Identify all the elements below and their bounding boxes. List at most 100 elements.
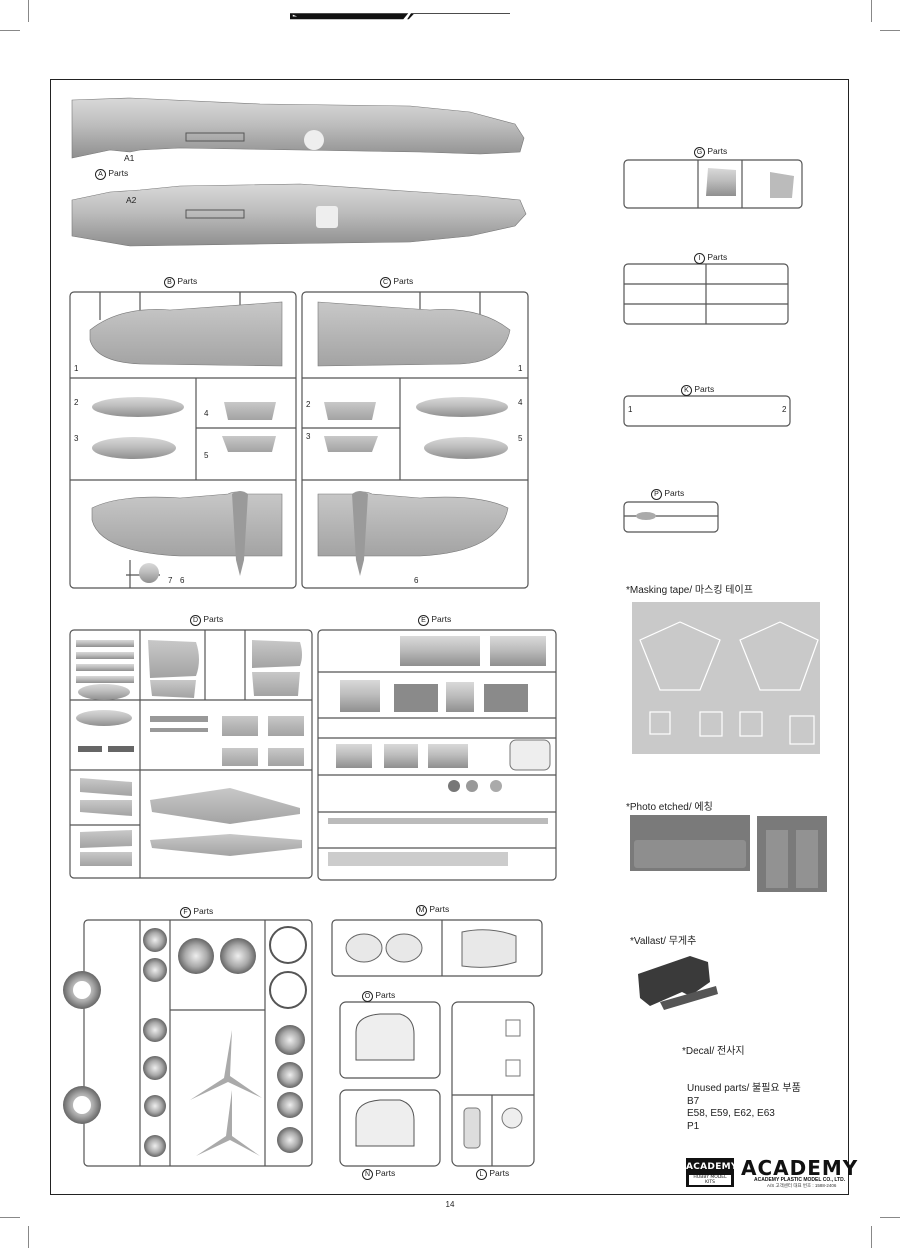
sprue-l	[451, 1001, 535, 1167]
sprue-g	[623, 159, 803, 209]
sprue-letter-icon: I	[694, 253, 705, 264]
wing-lower-left	[91, 491, 283, 557]
horizontal-stabilizer-lower	[150, 834, 302, 856]
dome-b7	[139, 563, 159, 583]
crop-mark	[880, 30, 900, 31]
sprue-l-title: L Parts	[476, 1168, 509, 1180]
service-center: A/S 고객센터 대표 번호 : 1588-2406	[767, 1183, 837, 1188]
crop-mark	[0, 30, 20, 31]
masking-tape-sheet	[632, 602, 820, 754]
unused-part-line: E58, E59, E62, E63	[687, 1108, 775, 1119]
panel-c2	[324, 402, 376, 420]
sprue-b-title: B Parts	[164, 276, 197, 288]
part-number: 1	[518, 364, 523, 373]
part-number: 5	[518, 434, 523, 443]
sprue-letter-icon: G	[694, 147, 705, 158]
sprue-o	[339, 1001, 441, 1079]
fuselage-half-a2	[71, 183, 527, 247]
page-title: parts location diagram/ 부품도	[94, 50, 305, 67]
part-label-a2: A2	[126, 195, 137, 205]
nacelle-c4	[416, 397, 508, 417]
sprue-letter-icon: D	[190, 615, 201, 626]
nacelle-c5	[424, 437, 508, 459]
part-number: 3	[306, 432, 311, 441]
sprue-letter-icon: A	[95, 169, 106, 180]
sprue-m-title: M Parts	[416, 904, 449, 916]
fin-b6	[232, 491, 248, 576]
fuselage-half-a1	[71, 97, 525, 159]
academy-logo-box: ACADEMY HOBBY MODEL KITS	[686, 1158, 737, 1187]
sprue-c	[301, 291, 529, 589]
vallast-label: *Vallast/ 무게추	[630, 936, 697, 947]
crop-mark	[880, 1217, 900, 1218]
masking-tape-label: *Masking tape/ 마스킹 테이프	[626, 585, 753, 596]
propeller-upper	[190, 1030, 262, 1100]
part-number: 6	[414, 576, 419, 585]
wing-lower-right	[317, 491, 509, 557]
part-number: 4	[204, 409, 209, 418]
nacelle-b3	[92, 437, 176, 459]
panel-b4	[224, 402, 276, 420]
crop-mark	[0, 1217, 20, 1218]
sprue-k	[623, 395, 791, 427]
sprue-letter-icon: C	[380, 277, 391, 288]
sprue-d-title: D Parts	[190, 614, 223, 626]
part-number: 3	[74, 434, 79, 443]
decal-label: *Decal/ 전사지	[682, 1046, 745, 1057]
sprue-o-title: O Parts	[362, 990, 395, 1002]
sprue-letter-icon: O	[362, 991, 373, 1002]
sprue-letter-icon: B	[164, 277, 175, 288]
propeller-lower	[196, 1090, 260, 1156]
header-banner	[290, 13, 510, 20]
part-number: 5	[204, 451, 209, 460]
wing-upper-right	[317, 301, 511, 367]
sprue-letter-icon: E	[418, 615, 429, 626]
panel-c3	[324, 436, 378, 452]
horizontal-stabilizer-upper	[150, 788, 300, 824]
fin-c6	[352, 491, 368, 576]
sprue-e-title: E Parts	[418, 614, 451, 626]
crop-mark	[28, 1226, 29, 1248]
sprue-d	[69, 629, 313, 879]
part-number: 6	[180, 576, 185, 585]
nacelle-b2	[92, 397, 184, 417]
sprue-i	[623, 263, 789, 325]
sprue-letter-icon: M	[416, 905, 427, 916]
sprue-a-title: A Parts	[95, 168, 128, 180]
unused-parts-block: Unused parts/ 불필요 부품 B7 E58, E59, E62, E…	[687, 1083, 801, 1133]
sprue-n	[339, 1089, 441, 1167]
unused-part-line: B7	[687, 1095, 700, 1107]
sprue-f-title: F Parts	[180, 906, 213, 918]
part-number: 2	[782, 405, 787, 414]
sprue-i-title: I Parts	[694, 252, 727, 264]
company-name: ACADEMY PLASTIC MODEL CO., LTD.	[754, 1177, 846, 1183]
sprue-letter-icon: L	[476, 1169, 487, 1180]
part-number: 1	[74, 364, 79, 373]
crop-mark	[871, 1226, 872, 1248]
crop-mark	[871, 0, 872, 22]
sprue-e	[317, 629, 557, 881]
page-number: 14	[445, 1200, 455, 1209]
panel-b5	[222, 436, 276, 452]
crop-mark	[28, 0, 29, 22]
part-number: 1	[628, 405, 633, 414]
sprue-letter-icon: P	[651, 489, 662, 500]
part-number: 7	[168, 576, 173, 585]
sprue-k-title: K Parts	[681, 384, 714, 396]
academy-brand-logo: ACADEMY	[741, 1156, 859, 1180]
part-number: 4	[518, 398, 523, 407]
sprue-letter-icon: F	[180, 907, 191, 918]
photo-etched-label: *Photo etched/ 에칭	[626, 802, 713, 813]
part-number: 2	[74, 398, 79, 407]
unused-parts-title: Unused parts/ 불필요 부품	[687, 1083, 801, 1094]
sprue-letter-icon: N	[362, 1169, 373, 1180]
sprue-c-title: C Parts	[380, 276, 413, 288]
sprue-n-title: N Parts	[362, 1168, 395, 1180]
part-label-a1: A1	[124, 153, 135, 163]
unused-part-line: P1	[687, 1120, 700, 1132]
part-number: 2	[306, 400, 311, 409]
sprue-f	[83, 919, 313, 1167]
sprue-m	[331, 919, 543, 977]
wing-upper-left	[89, 301, 283, 367]
